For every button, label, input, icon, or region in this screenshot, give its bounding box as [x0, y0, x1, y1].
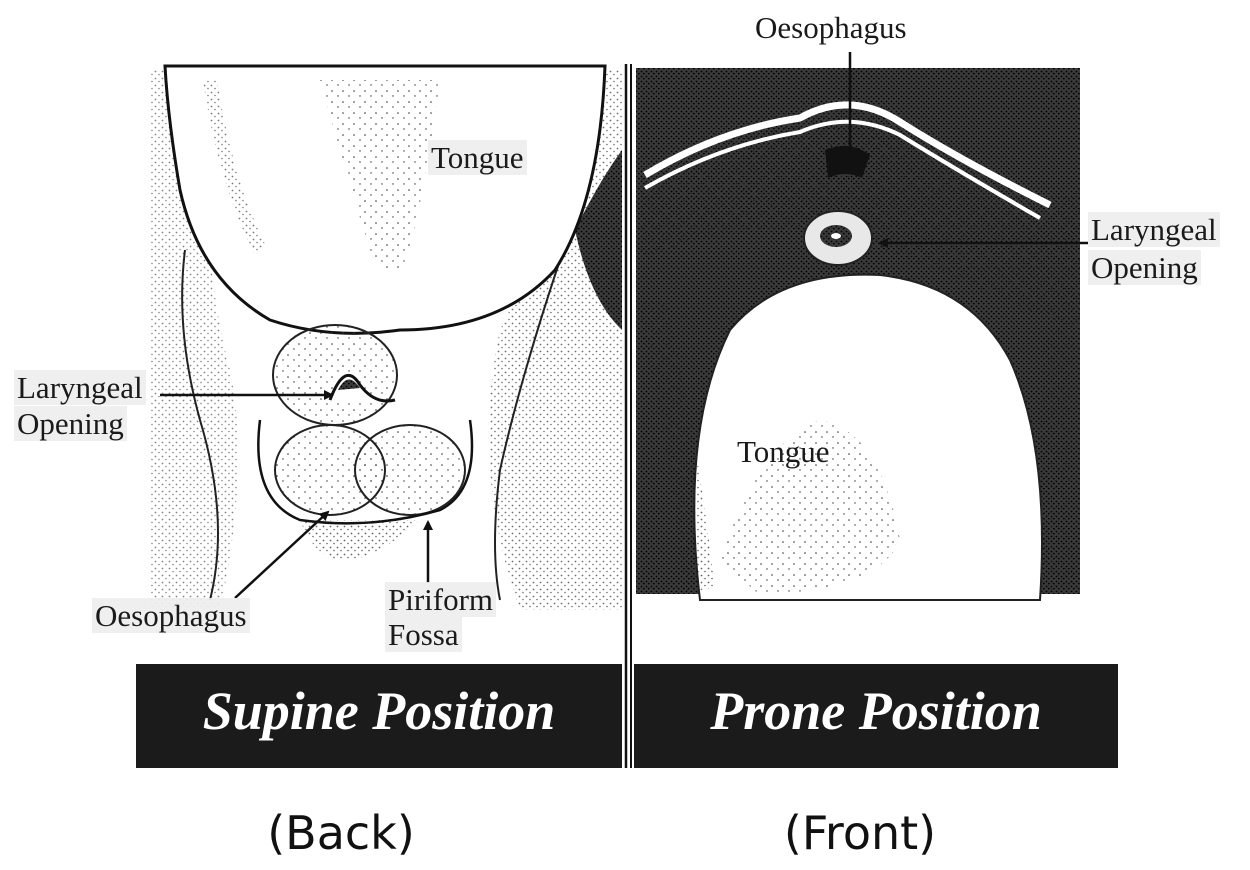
left-panel-drawing: [140, 66, 622, 666]
left-piriform-label-line1: Piriform: [385, 582, 496, 617]
left-laryngeal-label-line2: Opening: [14, 406, 127, 441]
left-tongue-label: Tongue: [428, 140, 527, 175]
right-laryngeal-label-line1: Laryngeal: [1088, 212, 1220, 247]
supine-position-banner: Supine Position: [136, 680, 622, 742]
left-laryngeal-label-line1: Laryngeal: [14, 370, 146, 405]
right-oesophagus-label: Oesophagus: [752, 10, 910, 45]
left-piriform-label-line2: Fossa: [385, 617, 462, 652]
prone-position-banner: Prone Position: [634, 680, 1118, 742]
back-caption: (Back): [136, 806, 546, 860]
left-oesophagus-label: Oesophagus: [92, 598, 250, 633]
right-panel-drawing: [636, 52, 1088, 600]
right-laryngeal-label-line2: Opening: [1088, 250, 1201, 285]
right-tongue-label: Tongue: [734, 434, 833, 469]
front-caption: (Front): [660, 806, 1060, 860]
